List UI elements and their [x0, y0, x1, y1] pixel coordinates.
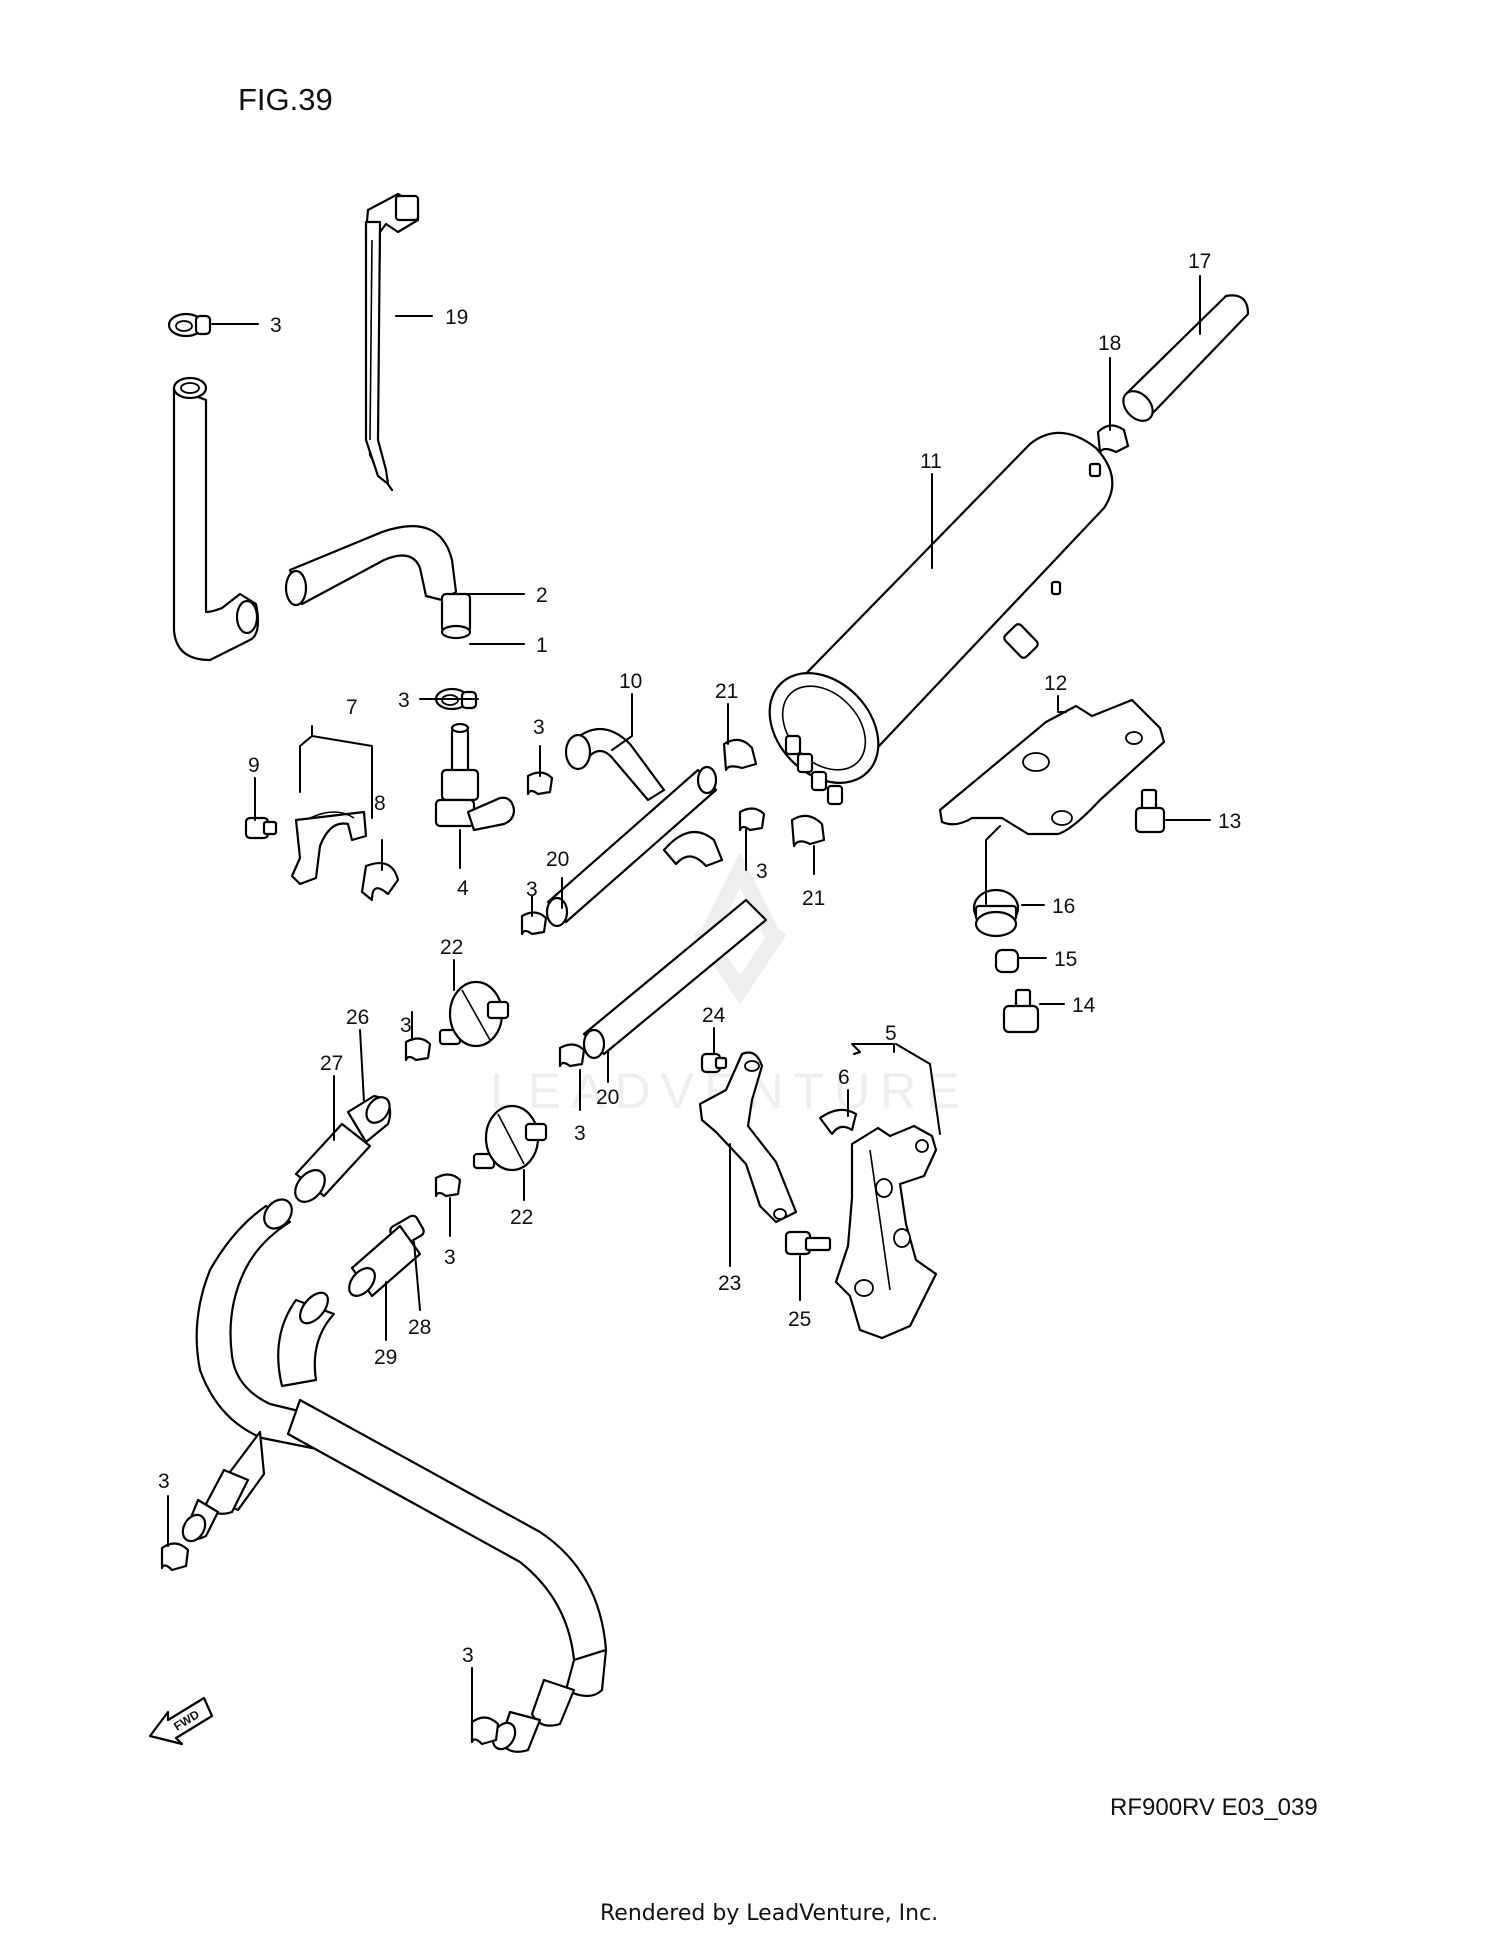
clamp-part-3-d[interactable] — [404, 1037, 432, 1062]
hose-part-27[interactable] — [289, 1122, 372, 1208]
hose-part-10[interactable] — [564, 728, 666, 802]
clamp-part-3-a[interactable] — [526, 771, 554, 796]
callout-3-center[interactable]: 3 — [398, 689, 410, 712]
callout-21-upper[interactable]: 21 — [715, 680, 738, 703]
clamp-part-3-f[interactable] — [434, 1173, 462, 1198]
clamp-part-3-h[interactable] — [470, 1716, 500, 1746]
callout-25[interactable]: 25 — [788, 1308, 811, 1331]
callout-7[interactable]: 7 — [346, 696, 358, 719]
callout-3-b[interactable]: 3 — [756, 860, 768, 883]
figure-title: FIG.39 — [238, 82, 333, 117]
callout-17[interactable]: 17 — [1188, 250, 1211, 273]
callout-16[interactable]: 16 — [1052, 895, 1075, 918]
callout-15[interactable]: 15 — [1054, 948, 1077, 971]
callout-13[interactable]: 13 — [1218, 810, 1241, 833]
callout-3-a[interactable]: 3 — [533, 716, 545, 739]
callout-8[interactable]: 8 — [374, 792, 386, 815]
bracket-part-7[interactable] — [290, 810, 368, 886]
clamp-part-3-g[interactable] — [160, 1542, 190, 1572]
clamp-part-3-e[interactable] — [558, 1043, 586, 1068]
collar-part-6[interactable] — [818, 1108, 858, 1136]
callout-19[interactable]: 19 — [445, 306, 468, 329]
callout-26[interactable]: 26 — [346, 1006, 369, 1029]
callout-3-g[interactable]: 3 — [158, 1470, 170, 1493]
hose-lower-assembly[interactable] — [178, 1194, 608, 1753]
collar-part-8[interactable] — [360, 862, 400, 902]
callout-3-c[interactable]: 3 — [526, 878, 538, 901]
callout-6[interactable]: 6 — [838, 1066, 850, 1089]
bracket-part-12[interactable] — [938, 698, 1166, 836]
callout-18[interactable]: 18 — [1098, 332, 1121, 355]
clamp-part-21-lower[interactable] — [790, 814, 826, 848]
hose-part-20-lower[interactable] — [582, 830, 768, 1060]
fwd-arrow-icon: FWD — [148, 1696, 214, 1746]
callout-23[interactable]: 23 — [718, 1272, 741, 1295]
callout-3-top[interactable]: 3 — [270, 314, 282, 337]
callout-14[interactable]: 14 — [1072, 994, 1096, 1017]
hose-part-2[interactable] — [172, 376, 458, 662]
callout-3-h[interactable]: 3 — [462, 1644, 474, 1667]
bolt-part-14[interactable] — [1002, 988, 1040, 1034]
hose-part-17[interactable] — [1118, 294, 1250, 426]
hose-part-20-upper[interactable] — [545, 765, 718, 928]
bolt-part-24[interactable] — [700, 1052, 728, 1074]
callout-24[interactable]: 24 — [702, 1004, 726, 1027]
clamp-part-3-top[interactable] — [167, 312, 212, 338]
collar-part-15[interactable] — [994, 948, 1020, 974]
callout-2[interactable]: 2 — [536, 584, 548, 607]
callout-1[interactable]: 1 — [536, 634, 548, 657]
callout-29[interactable]: 29 — [374, 1346, 397, 1369]
hose-part-29[interactable] — [344, 1224, 422, 1301]
callout-10[interactable]: 10 — [619, 670, 642, 693]
rod-part-19[interactable] — [364, 192, 420, 492]
callout-21-lower[interactable]: 21 — [802, 887, 825, 910]
clamp-part-21-upper[interactable] — [722, 738, 758, 772]
callout-20-lower[interactable]: 20 — [596, 1086, 619, 1109]
footer-credit: Rendered by LeadVenture, Inc. — [600, 1901, 938, 1926]
filter-part-22-lower[interactable] — [472, 1104, 548, 1172]
bracket-part-5[interactable] — [834, 1124, 938, 1340]
callout-20-upper[interactable]: 20 — [546, 848, 569, 871]
callout-28[interactable]: 28 — [408, 1316, 431, 1339]
canister-part-11[interactable] — [748, 431, 1114, 806]
filter-part-22-upper[interactable] — [438, 980, 510, 1048]
stay-part-23[interactable] — [698, 1051, 798, 1224]
clamp-part-3-c[interactable] — [520, 911, 548, 936]
joint-part-26[interactable] — [346, 1093, 394, 1144]
callout-3-f[interactable]: 3 — [444, 1246, 456, 1269]
clamp-part-18[interactable] — [1096, 424, 1130, 454]
callout-12[interactable]: 12 — [1044, 672, 1067, 695]
callout-labels: 3 19 2 1 3 7 3 9 8 4 10 21 11 17 18 12 1… — [158, 250, 1241, 1667]
callout-3-e[interactable]: 3 — [574, 1122, 586, 1145]
callout-11[interactable]: 11 — [920, 450, 942, 473]
callout-4[interactable]: 4 — [457, 877, 469, 900]
bolt-part-25[interactable] — [784, 1230, 832, 1256]
bolt-part-9[interactable] — [244, 816, 278, 840]
callout-3-d[interactable]: 3 — [400, 1014, 412, 1037]
callout-5[interactable]: 5 — [885, 1022, 897, 1045]
connector-part-1[interactable] — [440, 592, 472, 640]
callout-27[interactable]: 27 — [320, 1052, 343, 1075]
callout-9[interactable]: 9 — [248, 754, 260, 777]
grommet-part-16[interactable] — [972, 888, 1020, 938]
bolt-part-13[interactable] — [1134, 788, 1166, 834]
leader-lines — [167, 275, 1211, 1723]
callout-22-lower[interactable]: 22 — [510, 1206, 533, 1229]
diagram-code: RF900RV E03_039 — [1110, 1794, 1318, 1821]
clamp-part-3-b[interactable] — [738, 807, 766, 832]
callout-22-upper[interactable]: 22 — [440, 936, 463, 959]
valve-part-4[interactable] — [434, 722, 516, 832]
